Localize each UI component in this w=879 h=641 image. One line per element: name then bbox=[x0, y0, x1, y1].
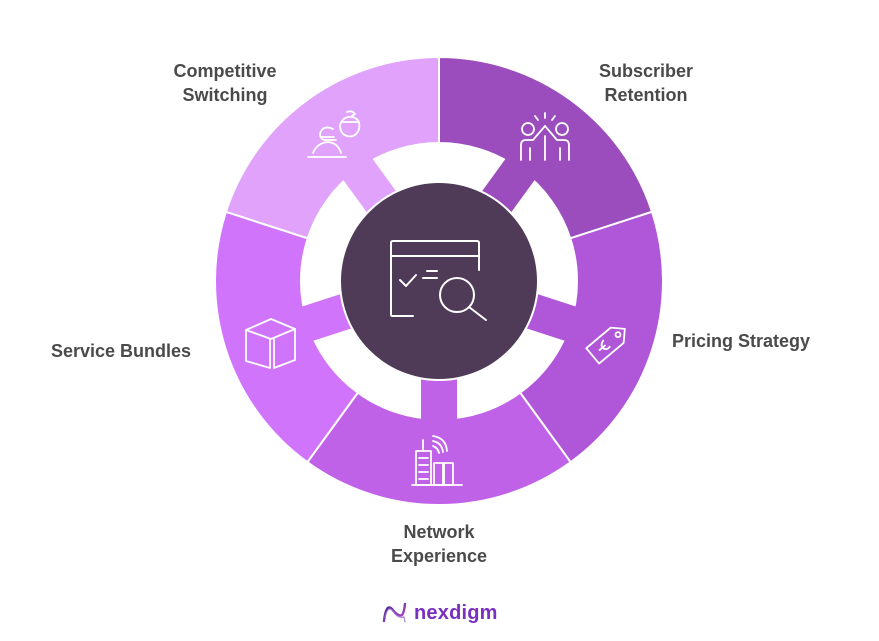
label-subscriber-retention: Subscriber Retention bbox=[598, 61, 694, 105]
logo-text: nexdigm bbox=[414, 601, 498, 624]
wave-n-icon bbox=[382, 602, 407, 623]
label-pricing-strategy: Pricing Strategy bbox=[672, 331, 811, 351]
spoke-service-bundles bbox=[300, 293, 355, 342]
label-competitive-switching: Competitive Switching bbox=[173, 61, 277, 105]
segment-service-bundles bbox=[214, 210, 360, 464]
label-service-bundles: Service Bundles bbox=[51, 341, 192, 361]
spoke-pricing-strategy bbox=[523, 293, 578, 342]
label-network-experience: Network Experience bbox=[390, 522, 488, 566]
nexdigm-logo: nexdigm bbox=[382, 601, 498, 625]
checklist-search-icon bbox=[390, 240, 487, 321]
spoke-network-experience bbox=[421, 376, 457, 421]
high-five-icon bbox=[520, 112, 570, 161]
segment-competitive-switching bbox=[224, 55, 440, 240]
city-signal-icon bbox=[411, 435, 463, 486]
segment-pricing-strategy bbox=[518, 210, 664, 464]
segment-network-experience bbox=[305, 391, 573, 506]
center-hub bbox=[341, 183, 537, 379]
price-tag-icon bbox=[585, 326, 626, 365]
people-switch-icon bbox=[307, 110, 361, 158]
box-icon bbox=[245, 318, 296, 369]
